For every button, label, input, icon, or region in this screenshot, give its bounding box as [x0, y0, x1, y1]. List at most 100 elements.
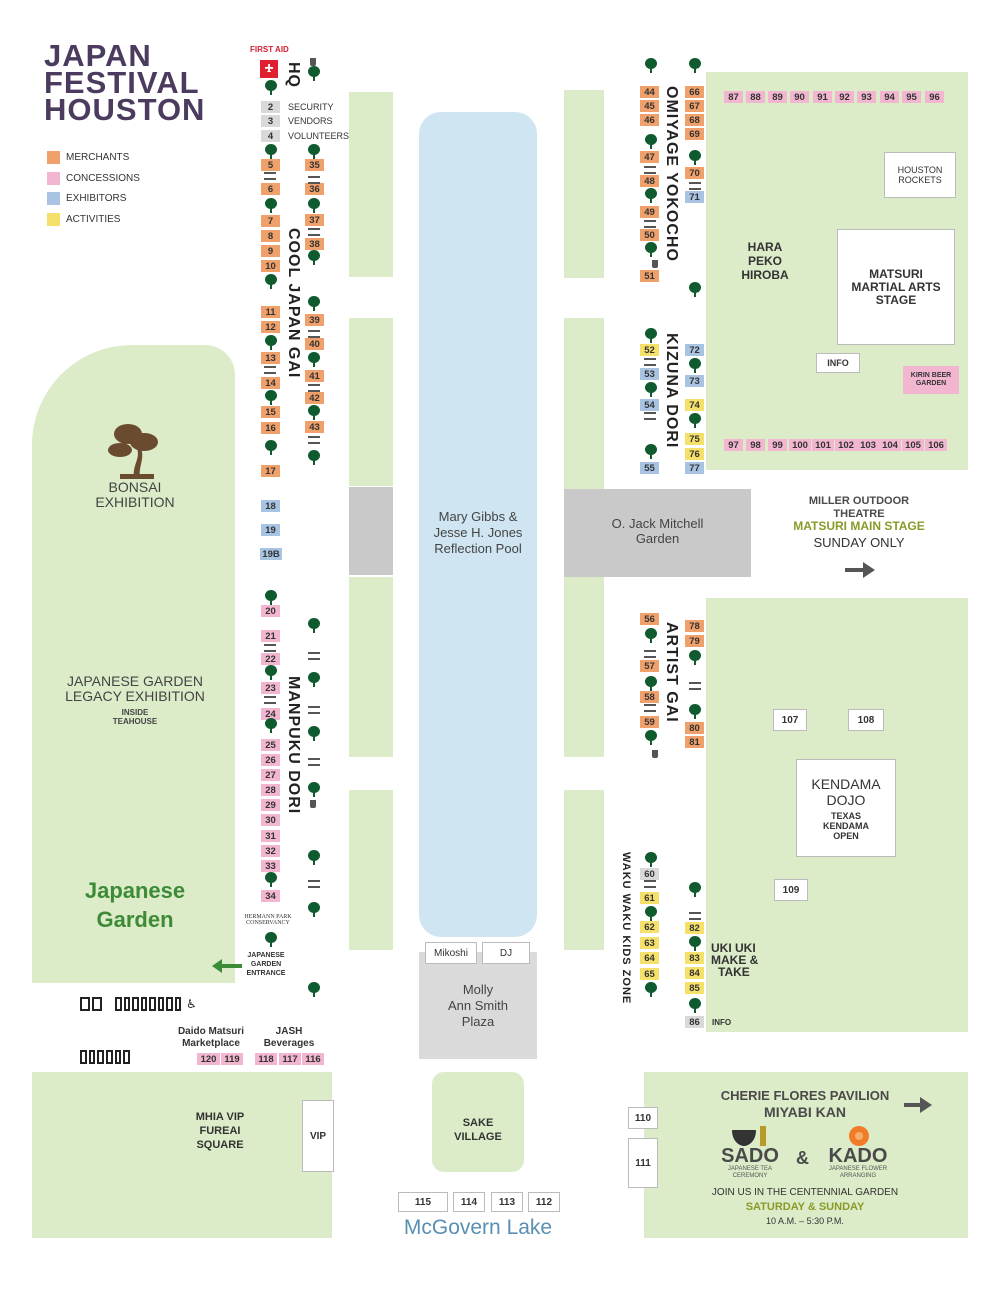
booth-87[interactable]: 87 — [724, 91, 743, 103]
booth-103[interactable]: 103 — [857, 439, 879, 451]
booth-106[interactable]: 106 — [925, 439, 947, 451]
booth-91[interactable]: 91 — [813, 91, 832, 103]
booth-76[interactable]: 76 — [685, 448, 704, 460]
booth-56[interactable]: 56 — [640, 613, 659, 625]
booth-6[interactable]: 6 — [261, 183, 280, 195]
booth-37[interactable]: 37 — [305, 214, 324, 226]
booth-20[interactable]: 20 — [261, 605, 280, 617]
booth-107[interactable]: 107 — [773, 709, 807, 731]
booth-71[interactable]: 71 — [685, 191, 704, 203]
booth-46[interactable]: 46 — [640, 114, 659, 126]
booth-44[interactable]: 44 — [640, 86, 659, 98]
booth-66[interactable]: 66 — [685, 86, 704, 98]
booth-84[interactable]: 84 — [685, 967, 704, 979]
booth-75[interactable]: 75 — [685, 433, 704, 445]
booth-47[interactable]: 47 — [640, 151, 659, 163]
booth-63[interactable]: 63 — [640, 937, 659, 949]
booth-74[interactable]: 74 — [685, 399, 704, 411]
booth-55[interactable]: 55 — [640, 462, 659, 474]
booth-92[interactable]: 92 — [835, 91, 854, 103]
booth-65[interactable]: 65 — [640, 968, 659, 980]
booth-25[interactable]: 25 — [261, 739, 280, 751]
booth-8[interactable]: 8 — [261, 230, 280, 242]
booth-80[interactable]: 80 — [685, 722, 704, 734]
booth-113[interactable]: 113 — [491, 1192, 523, 1212]
booth-51[interactable]: 51 — [640, 270, 659, 282]
booth-105[interactable]: 105 — [902, 439, 924, 451]
booth-57[interactable]: 57 — [640, 660, 659, 672]
booth-115[interactable]: 115 — [398, 1192, 448, 1212]
booth-61[interactable]: 61 — [640, 892, 659, 904]
booth-120[interactable]: 120 — [197, 1053, 220, 1065]
booth-17[interactable]: 17 — [261, 465, 280, 477]
booth-11[interactable]: 11 — [261, 306, 280, 318]
booth-13[interactable]: 13 — [261, 352, 280, 364]
booth-4[interactable]: 4 — [261, 130, 280, 142]
booth-60[interactable]: 60 — [640, 868, 659, 880]
booth-18[interactable]: 18 — [261, 500, 280, 512]
booth-23[interactable]: 23 — [261, 682, 280, 694]
booth-16[interactable]: 16 — [261, 422, 280, 434]
booth-31[interactable]: 31 — [261, 830, 280, 842]
booth-48[interactable]: 48 — [640, 175, 659, 187]
booth-54[interactable]: 54 — [640, 399, 659, 411]
booth-10[interactable]: 10 — [261, 260, 280, 272]
booth-9[interactable]: 9 — [261, 245, 280, 257]
booth-40[interactable]: 40 — [305, 338, 324, 350]
booth-62[interactable]: 62 — [640, 921, 659, 933]
booth-85[interactable]: 85 — [685, 982, 704, 994]
booth-30[interactable]: 30 — [261, 814, 280, 826]
booth-82[interactable]: 82 — [685, 922, 704, 934]
booth-58[interactable]: 58 — [640, 691, 659, 703]
booth-33[interactable]: 33 — [261, 860, 280, 872]
booth-96[interactable]: 96 — [925, 91, 944, 103]
booth-7[interactable]: 7 — [261, 215, 280, 227]
booth-79[interactable]: 79 — [685, 635, 704, 647]
booth-86[interactable]: 86 — [685, 1016, 704, 1028]
booth-99[interactable]: 99 — [768, 439, 787, 451]
booth-108[interactable]: 108 — [848, 709, 884, 731]
booth-111[interactable]: 111 — [628, 1138, 658, 1188]
booth-102[interactable]: 102 — [835, 439, 857, 451]
booth-68[interactable]: 68 — [685, 114, 704, 126]
booth-19[interactable]: 19 — [261, 524, 280, 536]
booth-89[interactable]: 89 — [768, 91, 787, 103]
booth-83[interactable]: 83 — [685, 952, 704, 964]
booth-104[interactable]: 104 — [879, 439, 901, 451]
booth-28[interactable]: 28 — [261, 784, 280, 796]
booth-43[interactable]: 43 — [305, 421, 324, 433]
booth-15[interactable]: 15 — [261, 406, 280, 418]
booth-77[interactable]: 77 — [685, 462, 704, 474]
booth-94[interactable]: 94 — [880, 91, 899, 103]
booth-109[interactable]: 109 — [774, 879, 808, 901]
booth-21[interactable]: 21 — [261, 630, 280, 642]
booth-27[interactable]: 27 — [261, 769, 280, 781]
booth-119[interactable]: 119 — [221, 1053, 243, 1065]
booth-50[interactable]: 50 — [640, 229, 659, 241]
booth-112[interactable]: 112 — [528, 1192, 560, 1212]
booth-1[interactable]: 1 — [266, 64, 272, 74]
booth-3[interactable]: 3 — [261, 115, 280, 127]
booth-14[interactable]: 14 — [261, 377, 280, 389]
booth-34[interactable]: 34 — [261, 890, 280, 902]
booth-95[interactable]: 95 — [902, 91, 921, 103]
booth-73[interactable]: 73 — [685, 375, 704, 387]
booth-64[interactable]: 64 — [640, 952, 659, 964]
booth-2[interactable]: 2 — [261, 101, 280, 113]
booth-67[interactable]: 67 — [685, 100, 704, 112]
booth-22[interactable]: 22 — [261, 653, 280, 665]
booth-26[interactable]: 26 — [261, 754, 280, 766]
booth-116[interactable]: 116 — [302, 1053, 324, 1065]
booth-24[interactable]: 24 — [261, 708, 280, 720]
booth-100[interactable]: 100 — [789, 439, 811, 451]
booth-90[interactable]: 90 — [790, 91, 809, 103]
booth-70[interactable]: 70 — [685, 167, 704, 179]
booth-36[interactable]: 36 — [305, 183, 324, 195]
info-booth[interactable]: INFO — [816, 353, 860, 373]
booth-41[interactable]: 41 — [305, 370, 324, 382]
booth-69[interactable]: 69 — [685, 128, 704, 140]
booth-97[interactable]: 97 — [724, 439, 743, 451]
booth-53[interactable]: 53 — [640, 368, 659, 380]
booth-35[interactable]: 35 — [305, 159, 324, 171]
booth-59[interactable]: 59 — [640, 716, 659, 728]
